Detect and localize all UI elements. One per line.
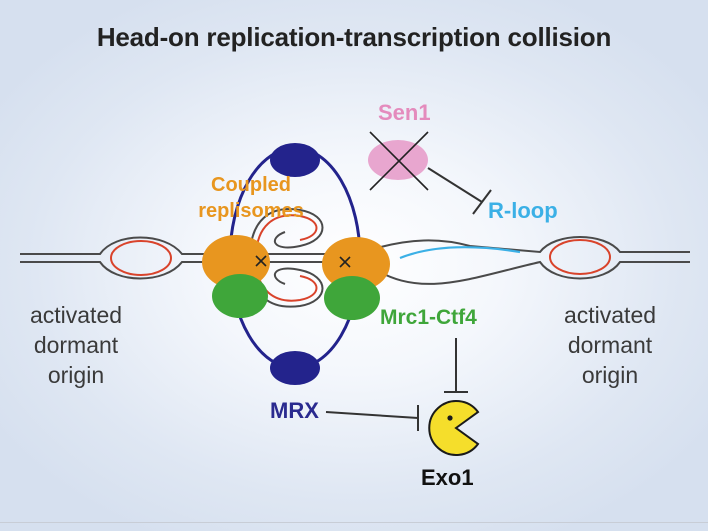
left-origin-label: activated dormant origin	[29, 302, 123, 388]
bottom-divider	[0, 522, 708, 523]
r-loop-label: R-loop	[488, 198, 558, 223]
mrx-inhibition-arrow	[325, 405, 419, 431]
inhibition-arrow-icon	[427, 167, 492, 215]
crossed-out-icon	[369, 131, 429, 191]
exo1-label: Exo1	[421, 465, 474, 490]
right-origin-label: activated dormant origin	[563, 302, 657, 388]
mrx-top-subunit	[270, 143, 320, 177]
mrc1-ctf4-label: Mrc1-Ctf4	[380, 306, 477, 329]
right-replisome-green	[324, 276, 380, 320]
mrx-label: MRX	[270, 398, 319, 423]
left-origin-bubble	[110, 240, 172, 276]
left-replisome-green	[212, 274, 268, 318]
right-origin-bubble	[549, 239, 611, 275]
left-dna-duplex	[20, 236, 214, 280]
mrc1-inhibition-arrow	[444, 338, 468, 393]
pacman-eye	[447, 415, 453, 421]
right-dna-duplex	[369, 236, 690, 285]
right-replisome-orange	[322, 237, 390, 291]
r-loop-rna	[399, 246, 521, 260]
mrx-bottom-subunit	[270, 351, 320, 385]
diagram-title: Head-on replication-transcription collis…	[96, 22, 612, 52]
fork-stall-marks	[255, 255, 351, 268]
left-replisome-orange	[202, 235, 270, 289]
sen1-label: Sen1	[378, 100, 431, 125]
pacman-icon	[428, 400, 480, 456]
coupled-replisomes-label: Coupled replisomes	[198, 174, 304, 222]
